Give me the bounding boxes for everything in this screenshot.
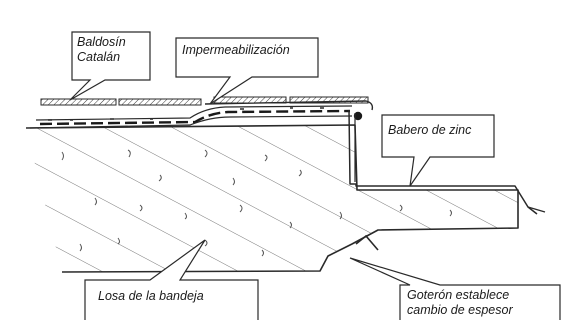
drip-label-line-2: cambio de espesor — [407, 303, 513, 317]
zinc-flashing-label: Babero de zinc — [388, 123, 472, 137]
tile-label: Baldosín Catalán — [77, 35, 126, 65]
tile-label-line-2: Catalán — [77, 50, 121, 64]
waterproofing-layers — [29, 105, 353, 129]
tile-callout — [69, 31, 151, 101]
tile-layer — [40, 96, 369, 106]
waterproofing-callout — [175, 37, 319, 105]
zinc-flashing — [204, 100, 546, 215]
drip-label: Goterón establece cambio de espesor — [407, 288, 513, 318]
drip-callout — [349, 257, 561, 320]
slab-label: Losa de la bandeja — [98, 289, 204, 303]
drip-groove — [355, 234, 379, 251]
slab-callout — [84, 239, 259, 320]
waterproofing-label: Impermeabilización — [182, 43, 290, 57]
zinc-callout — [381, 114, 495, 187]
callouts — [69, 31, 561, 320]
drip-label-line-1: Goterón establece — [407, 288, 510, 302]
tile-label-line-1: Baldosín — [77, 35, 126, 49]
